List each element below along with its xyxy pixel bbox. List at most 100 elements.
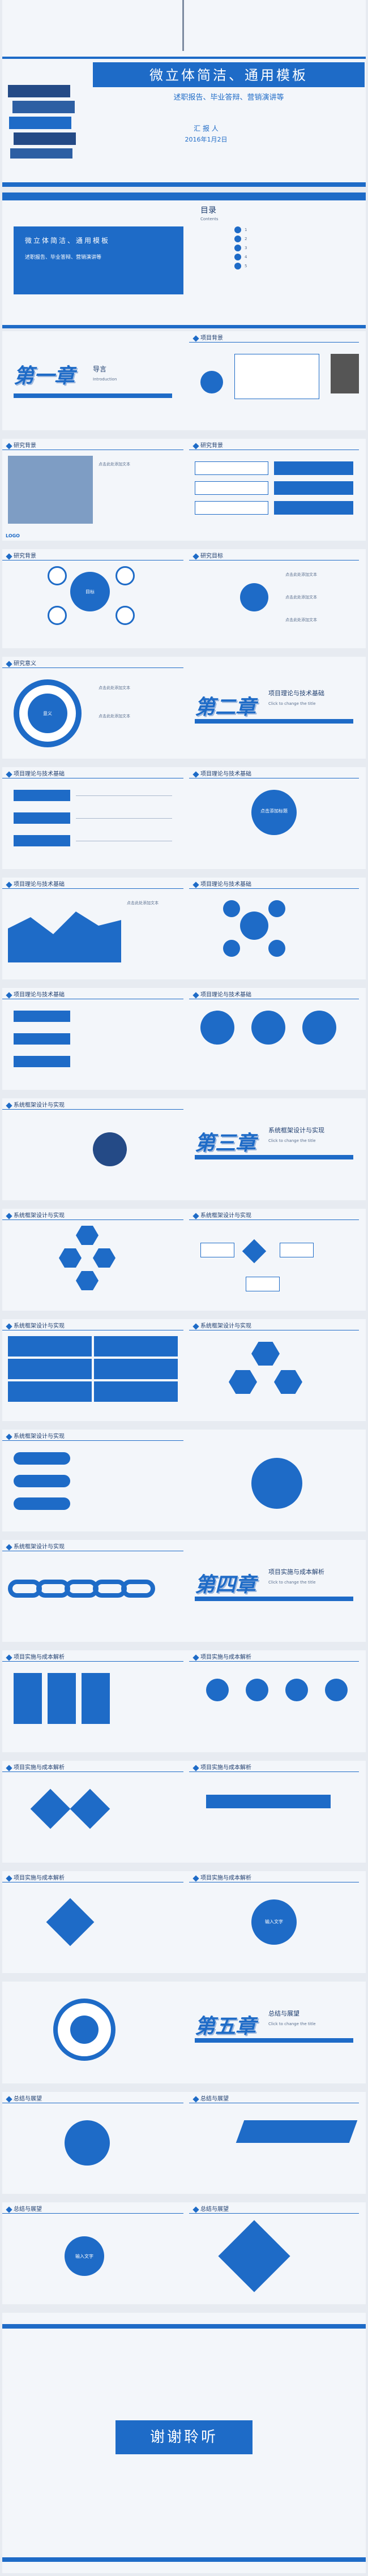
slide-chapter5[interactable]: 第五章 总结与展望 Click to change the title [2, 1982, 366, 2083]
figure-icon [331, 354, 359, 393]
toc-item[interactable]: 1 [234, 226, 348, 233]
pen-decoration [182, 0, 184, 51]
books-illustration [8, 85, 76, 159]
toc-heading: 目录 [200, 206, 216, 215]
slide-title: 项目理论与技术基础 [6, 771, 68, 778]
cover-presenter: 汇 报 人 [194, 125, 219, 132]
goal-circle [240, 583, 268, 611]
chapter3-sub: Click to change the title [268, 1139, 316, 1143]
chapter2-title: 项目理论与技术基础 [268, 690, 324, 697]
chapter1-title: 导言 [93, 365, 107, 373]
thanks-text: 谢谢聆听 [149, 2429, 218, 2446]
slide-title: 研究背景 [6, 553, 40, 560]
chapter2-sub: Click to change the title [268, 701, 316, 706]
slide-title: 研究意义 [6, 660, 40, 668]
slide-system-intro[interactable]: 系统框架设计与实现 第三章 系统框架设计与实现 Click to change … [2, 1098, 366, 1200]
slide-title: 系统框架设计与实现 [6, 1433, 68, 1441]
slide-analysis-3[interactable]: 项目实施与成本解析 项目实施与成本解析 输入文字 [2, 1871, 366, 1973]
chapter3-title: 系统框架设计与实现 [268, 1127, 324, 1134]
pie-chart [302, 1011, 336, 1045]
slide-title: 项目理论与技术基础 [192, 771, 255, 778]
goal-hub [70, 572, 110, 611]
slide-title: 总结与展望 [6, 2095, 45, 2103]
toc-heading-en: Contents [200, 217, 219, 221]
pie-chart [251, 1011, 285, 1045]
slide-title: 项目理论与技术基础 [6, 881, 68, 889]
chapter4-title: 项目实施与成本解析 [268, 1568, 324, 1576]
text-block [234, 354, 319, 399]
slide-summary-2[interactable]: 总结与展望 输入文字 总结与展望 [2, 2202, 366, 2304]
globe-circle [65, 2120, 110, 2166]
slide-title: 研究目标 [192, 553, 226, 560]
slide-theory-1[interactable]: 项目理论与技术基础 项目理论与技术基础 点击添加标题 [2, 767, 366, 869]
cover-title-banner [93, 62, 365, 87]
toc-banner [14, 226, 183, 294]
chapter1-number: 第一章 [14, 364, 75, 388]
chapter4-sub: Click to change the title [268, 1580, 316, 1585]
input-label: 输入文字 [265, 1919, 283, 1924]
slide-analysis-2[interactable]: 项目实施与成本解析 项目实施与成本解析 [2, 1761, 366, 1863]
toc-banner-subtitle: 述职报告、毕业答辩、营销演讲等 [25, 255, 102, 260]
arrow-banner [206, 1795, 331, 1808]
chapter1-sub: Introduction [93, 377, 117, 382]
slide-system-2[interactable]: 系统框架设计与实现 系统框架设计与实现 [2, 1319, 366, 1421]
slide-title: 系统框架设计与实现 [192, 1323, 255, 1330]
chapter4-number: 第四章 [195, 1573, 256, 1597]
body-text: 点击此处添加文本 [99, 462, 130, 467]
slide-research-bg[interactable]: 研究背景 点击此处添加文本 LOGO 研究背景 [2, 439, 366, 541]
toc-item[interactable]: 2 [234, 236, 348, 242]
slide-title: 项目实施与成本解析 [6, 1875, 68, 1882]
slide-cover[interactable]: 微立体简洁、通用模板 述职报告、毕业答辩、营销演讲等 汇 报 人 2016年1月… [2, 0, 366, 187]
slide-title: 项目背景 [192, 335, 226, 343]
slide-title: 项目实施与成本解析 [192, 1764, 255, 1772]
chapter5-number: 第五章 [195, 2014, 256, 2038]
slide-theory-3[interactable]: 项目理论与技术基础 项目理论与技术基础 [2, 988, 366, 1090]
slide-title: 系统框架设计与实现 [6, 1543, 68, 1551]
chapter5-title: 总结与展望 [268, 2010, 299, 2017]
slide-title: 系统框架设计与实现 [6, 1323, 68, 1330]
cover-subtitle: 述职报告、毕业答辩、营销演讲等 [173, 93, 284, 102]
thanks-banner [115, 2420, 253, 2454]
meaning-label: 意义 [43, 711, 52, 716]
slide-theory-2[interactable]: 项目理论与技术基础 点击此处添加文本 项目理论与技术基础 [2, 878, 366, 979]
slide-analysis-1[interactable]: 项目实施与成本解析 项目实施与成本解析 [2, 1650, 366, 1752]
slide-title: 系统框架设计与实现 [6, 1212, 68, 1220]
slide-title: 系统框架设计与实现 [6, 1102, 68, 1110]
chapter5-sub: Click to change the title [268, 2022, 316, 2026]
puzzle-circle [251, 1458, 302, 1509]
slide-title: 项目实施与成本解析 [192, 1875, 255, 1882]
slide-system-1[interactable]: 系统框架设计与实现 系统框架设计与实现 [2, 1209, 366, 1311]
slide-chapter4[interactable]: 系统框架设计与实现 第四章 项目实施与成本解析 Click to change … [2, 1540, 366, 1642]
toc-item[interactable]: 5 [234, 263, 348, 269]
slide-ending[interactable]: 谢谢聆听 [2, 2313, 366, 2573]
area-chart [8, 912, 121, 962]
chapter3-number: 第三章 [195, 1131, 256, 1155]
toc-item[interactable]: 3 [234, 245, 348, 251]
slide-title: 项目理论与技术基础 [192, 881, 255, 889]
chapter2-number: 第二章 [195, 695, 256, 719]
slide-research-meaning[interactable]: 研究意义 意义 点击此处添加文本 点击此处添加文本 第二章 项目理论与技术基础 … [2, 657, 366, 759]
pie-chart [200, 1011, 234, 1045]
cover-date: 2016年1月2日 [185, 136, 228, 143]
slide-title: 研究背景 [6, 442, 40, 450]
slide-system-3[interactable]: 系统框架设计与实现 [2, 1430, 366, 1531]
slide-title: 项目理论与技术基础 [6, 991, 68, 999]
slide-chapter1[interactable]: 第一章 导言 Introduction 项目背景 [2, 331, 366, 430]
bulb-icon [200, 371, 223, 393]
slide-title: 总结与展望 [192, 2095, 232, 2103]
cover-title: 微立体简洁、通用模板 [149, 67, 308, 83]
slide-toc[interactable]: 目录 Contents 微立体简洁、通用模板 述职报告、毕业答辩、营销演讲等 1… [2, 192, 366, 328]
slide-title: 总结与展望 [192, 2206, 232, 2214]
slide-research-goal[interactable]: 研究背景 目标 研究目标 点击此处添加文本 点击此处添加文本 点击此处添加文本 [2, 549, 366, 648]
photo-placeholder [8, 456, 93, 524]
toc-banner-title: 微立体简洁、通用模板 [25, 237, 110, 245]
slide-title: 项目实施与成本解析 [6, 1764, 68, 1772]
slide-title: 系统框架设计与实现 [192, 1212, 255, 1220]
slide-title: 项目实施与成本解析 [6, 1654, 68, 1662]
toc-item[interactable]: 4 [234, 254, 348, 260]
toc-list: 1 2 3 4 5 [234, 226, 348, 269]
slide-title: 项目实施与成本解析 [192, 1654, 255, 1662]
slide-summary-1[interactable]: 总结与展望 总结与展望 [2, 2092, 366, 2194]
slide-title: 总结与展望 [6, 2206, 45, 2214]
